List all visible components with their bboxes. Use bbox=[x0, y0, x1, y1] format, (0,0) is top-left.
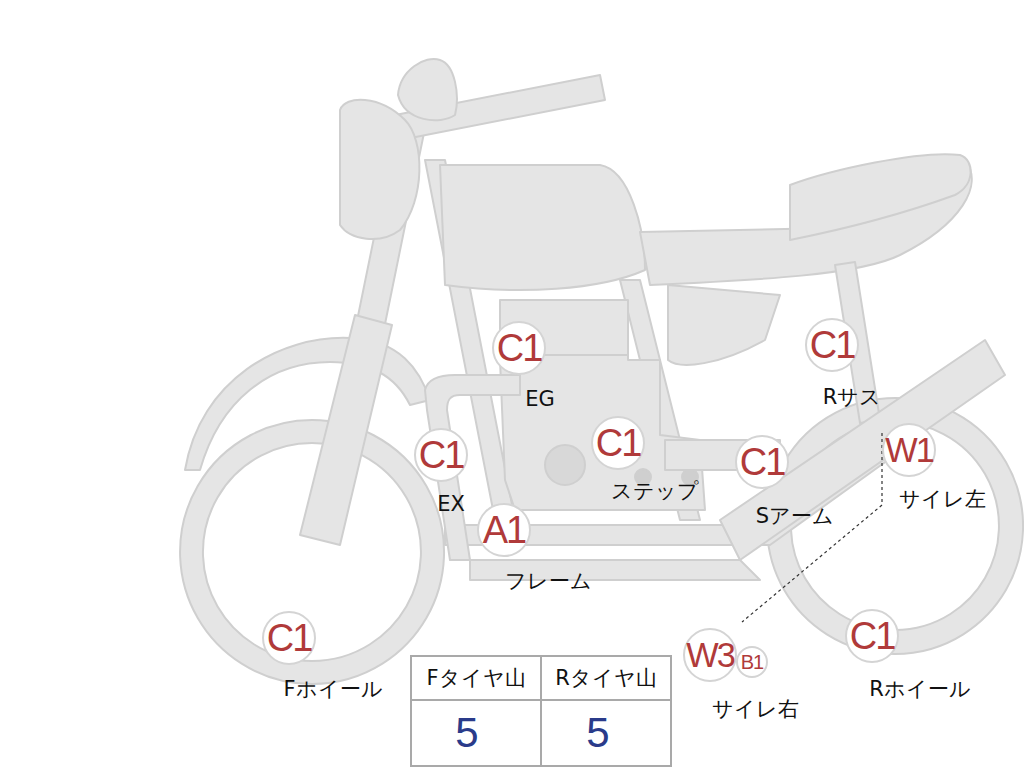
damage-code: C1 bbox=[591, 416, 645, 470]
damage-marker: C1ステップ bbox=[591, 416, 645, 470]
damage-marker: W1サイレ左 bbox=[882, 423, 936, 477]
part-name: サイレ右 bbox=[712, 698, 799, 721]
damage-code: B1 bbox=[736, 646, 768, 678]
damage-marker: C1Fホイール bbox=[262, 611, 316, 665]
table-value: 5 bbox=[455, 709, 478, 757]
damage-code: C1 bbox=[805, 318, 859, 372]
damage-marker: C1Sアーム bbox=[735, 435, 789, 489]
damage-code: A1 bbox=[477, 503, 531, 557]
part-name: EG bbox=[525, 388, 555, 411]
table-grid bbox=[411, 656, 671, 766]
damage-marker: B1 bbox=[736, 646, 768, 678]
part-name: Rサス bbox=[823, 386, 882, 409]
part-name: ステップ bbox=[611, 480, 699, 503]
damage-marker: W3サイレ右 bbox=[683, 628, 737, 682]
damage-code: C1 bbox=[735, 435, 789, 489]
damage-marker: C1EG bbox=[492, 321, 546, 375]
damage-marker: C1Rホイール bbox=[845, 609, 899, 663]
table-header: Fタイヤ山 bbox=[426, 664, 525, 692]
table-header: Rタイヤ山 bbox=[555, 664, 657, 692]
damage-marker: A1フレーム bbox=[477, 503, 531, 557]
damage-marker: C1Rサス bbox=[805, 318, 859, 372]
table-value: 5 bbox=[586, 709, 609, 757]
damage-code: W3 bbox=[683, 628, 737, 682]
damage-code: C1 bbox=[492, 321, 546, 375]
part-name: Fホイール bbox=[283, 678, 382, 701]
damage-code: W1 bbox=[882, 423, 936, 477]
part-name: Sアーム bbox=[756, 505, 834, 528]
part-name: フレーム bbox=[505, 570, 592, 593]
part-name: サイレ左 bbox=[899, 488, 986, 511]
damage-marker: C1EX bbox=[414, 428, 468, 482]
damage-code: C1 bbox=[414, 428, 468, 482]
part-name: Rホイール bbox=[869, 678, 971, 701]
damage-code: C1 bbox=[262, 611, 316, 665]
part-name: EX bbox=[437, 493, 465, 516]
damage-code: C1 bbox=[845, 609, 899, 663]
